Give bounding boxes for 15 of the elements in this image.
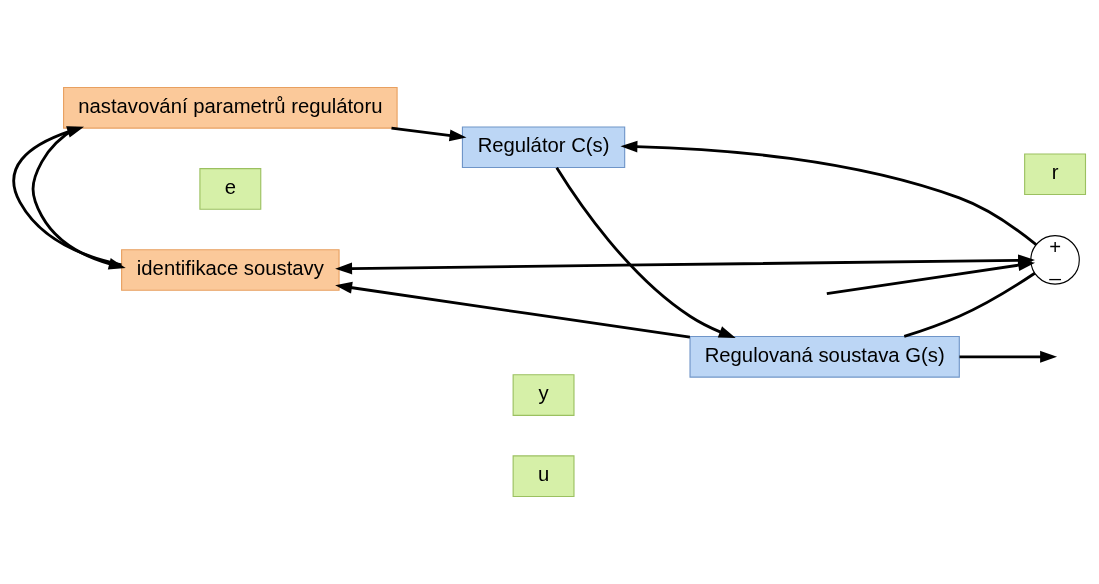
node-box: r [1024, 153, 1087, 196]
node-box: Regulovaná soustava G(s) [689, 335, 960, 378]
node-box: Regulátor C(s) [461, 126, 626, 169]
node-circle: + _ [1030, 235, 1080, 285]
arrow [335, 281, 691, 339]
node-box: y [512, 374, 575, 416]
node-box: identifikace soustavy [121, 249, 340, 291]
arrow [959, 350, 1058, 363]
connector [903, 272, 1036, 338]
arrow [620, 140, 1037, 246]
node-box: nastavování parametrů regulátoru [63, 86, 398, 129]
arrow [391, 126, 467, 142]
node-box: e [199, 168, 262, 210]
node-box: u [512, 455, 575, 498]
arrow [555, 166, 736, 339]
